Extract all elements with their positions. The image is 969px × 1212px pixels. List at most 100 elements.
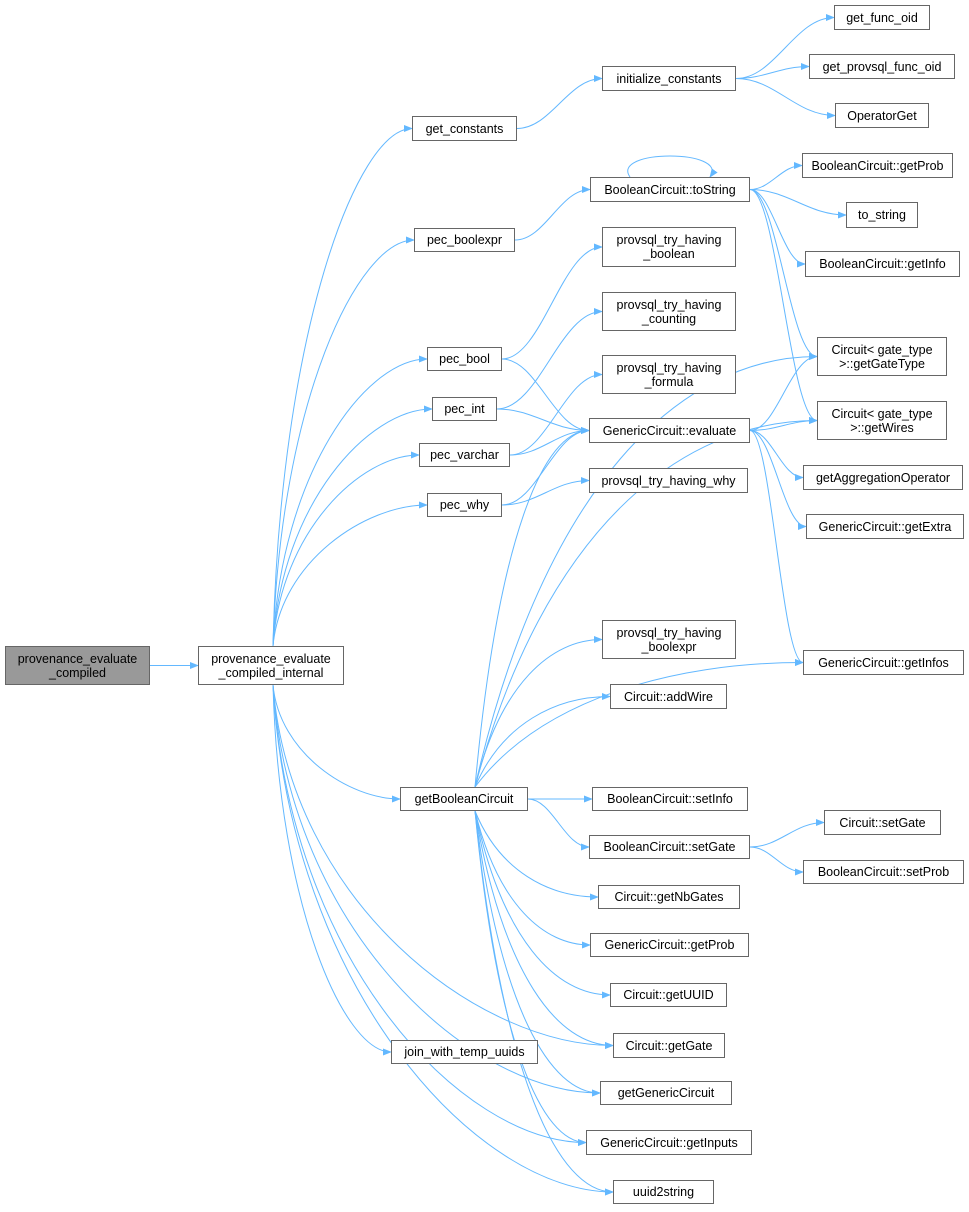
node-label: BooleanCircuit::getInfo (819, 257, 946, 271)
node-try-boolean[interactable]: provsql_try_having_boolean (602, 227, 736, 267)
node-pec-int[interactable]: pec_int (432, 397, 497, 421)
node-label: to_string (858, 208, 906, 222)
node-c-addwire[interactable]: Circuit::addWire (610, 684, 727, 709)
node-pec[interactable]: provenance_evaluate_compiled (5, 646, 150, 685)
node-label: BooleanCircuit::setProb (817, 865, 950, 879)
node-label: Circuit::addWire (624, 689, 713, 704)
node-pec-bool[interactable]: pec_bool (427, 347, 502, 371)
node-c-getwires[interactable]: Circuit< gate_type>::getWires (817, 401, 947, 440)
node-label: get_func_oid (846, 10, 918, 25)
node-get-provsql-func-oid[interactable]: get_provsql_func_oid (809, 54, 955, 79)
node-c-getuuid[interactable]: Circuit::getUUID (610, 983, 727, 1007)
call-edge (272, 124, 413, 647)
node-gc-evaluate[interactable]: GenericCircuit::evaluate (589, 418, 750, 443)
node-bc-tostring[interactable]: BooleanCircuit::toString (590, 177, 750, 202)
call-edge (272, 501, 428, 647)
call-edge (749, 416, 818, 431)
call-edge (474, 416, 818, 788)
call-edge (474, 692, 611, 788)
call-edge (509, 426, 590, 456)
call-edge (474, 810, 611, 999)
node-label: provsql_try_having (616, 625, 722, 640)
node-try-counting[interactable]: provsql_try_having_counting (602, 292, 736, 331)
node-getbooleancircuit[interactable]: getBooleanCircuit (400, 787, 528, 811)
call-edge (749, 818, 825, 848)
node-bc-setprob[interactable]: BooleanCircuit::setProb (803, 860, 964, 884)
node-label: uuid2string (632, 1185, 695, 1199)
node-c-getgate[interactable]: Circuit::getGate (613, 1033, 725, 1058)
node-label: _counting (641, 311, 697, 326)
node-label: provsql_try_having (616, 360, 722, 375)
node-label: BooleanCircuit::setInfo (607, 792, 733, 806)
node-gc-getextra[interactable]: GenericCircuit::getExtra (806, 514, 964, 539)
node-label: provsql_try_having (616, 233, 722, 247)
node-getgenericcircuit[interactable]: getGenericCircuit (600, 1081, 732, 1105)
node-pec-boolexpr[interactable]: pec_boolexpr (414, 228, 515, 252)
node-label: BooleanCircuit::setGate (603, 840, 736, 854)
node-pec-varchar[interactable]: pec_varchar (419, 443, 510, 467)
node-gc-getinfos[interactable]: GenericCircuit::getInfos (803, 650, 964, 675)
call-edge (474, 810, 591, 949)
node-bc-setgate[interactable]: BooleanCircuit::setGate (589, 835, 750, 859)
node-gc-getprob[interactable]: GenericCircuit::getProb (590, 933, 749, 957)
node-getaggregationoperator[interactable]: getAggregationOperator (803, 465, 963, 490)
node-join-with-temp-uuids[interactable]: join_with_temp_uuids (391, 1040, 538, 1064)
node-label: provenance_evaluate (211, 651, 331, 666)
call-edge (749, 430, 804, 667)
node-label: _compiled (49, 665, 106, 680)
node-label: provenance_evaluate (17, 651, 138, 666)
call-edge (496, 408, 590, 435)
node-get-func-oid[interactable]: get_func_oid (834, 5, 930, 30)
node-try-boolexpr[interactable]: provsql_try_having_boolexpr (602, 620, 736, 659)
call-edge (735, 78, 836, 120)
call-edge (272, 405, 433, 647)
node-label: getGenericCircuit (617, 1086, 715, 1100)
node-uuid2string[interactable]: uuid2string (613, 1180, 714, 1204)
node-label: BooleanCircuit::toString (604, 182, 736, 197)
node-label: join_with_temp_uuids (404, 1045, 525, 1059)
node-try-formula[interactable]: provsql_try_having_formula (602, 355, 736, 394)
node-operatorget[interactable]: OperatorGet (835, 103, 929, 128)
node-label: GenericCircuit::getInputs (600, 1135, 738, 1150)
node-get-constants[interactable]: get_constants (412, 116, 517, 141)
call-edge (749, 161, 803, 190)
node-label: OperatorGet (847, 108, 917, 123)
call-edge (514, 185, 591, 241)
node-label: GenericCircuit::getInfos (818, 655, 949, 670)
call-edge (474, 810, 601, 1097)
node-c-setgate[interactable]: Circuit::setGate (824, 810, 941, 835)
node-label: provsql_try_having_why (601, 473, 736, 488)
node-label: Circuit::getNbGates (614, 890, 724, 904)
node-label: _compiled_internal (218, 665, 324, 680)
node-try-why[interactable]: provsql_try_having_why (589, 468, 748, 493)
call-edge (749, 189, 847, 219)
call-edge (516, 74, 603, 129)
node-peci[interactable]: provenance_evaluate_compiled_internal (198, 646, 344, 685)
call-edge (735, 13, 835, 79)
call-edge (272, 684, 392, 1056)
call-edge (735, 62, 810, 79)
node-label: Circuit< gate_type (831, 406, 933, 421)
node-label: provsql_try_having (616, 297, 722, 312)
node-c-getgatetype[interactable]: Circuit< gate_type>::getGateType (817, 337, 947, 376)
call-edge (272, 451, 420, 647)
node-gc-getinputs[interactable]: GenericCircuit::getInputs (586, 1130, 752, 1155)
call-edge (474, 810, 614, 1050)
node-bc-getinfo[interactable]: BooleanCircuit::getInfo (805, 251, 960, 277)
node-label: GenericCircuit::getProb (604, 938, 735, 952)
call-edge (272, 684, 601, 1097)
node-pec-why[interactable]: pec_why (427, 493, 502, 517)
node-to-string[interactable]: to_string (846, 202, 918, 228)
node-c-getnbgates[interactable]: Circuit::getNbGates (598, 885, 740, 909)
node-bc-setinfo[interactable]: BooleanCircuit::setInfo (592, 787, 748, 811)
call-edge (749, 189, 818, 425)
node-bc-getprob[interactable]: BooleanCircuit::getProb (802, 153, 953, 178)
node-label: getAggregationOperator (815, 470, 951, 485)
node-label: get_provsql_func_oid (822, 59, 942, 74)
call-edge (501, 358, 590, 435)
node-initialize-constants[interactable]: initialize_constants (602, 66, 736, 91)
node-label: >::getGateType (839, 356, 925, 371)
node-label: pec_bool (439, 352, 490, 366)
node-label: GenericCircuit::getExtra (818, 519, 952, 534)
